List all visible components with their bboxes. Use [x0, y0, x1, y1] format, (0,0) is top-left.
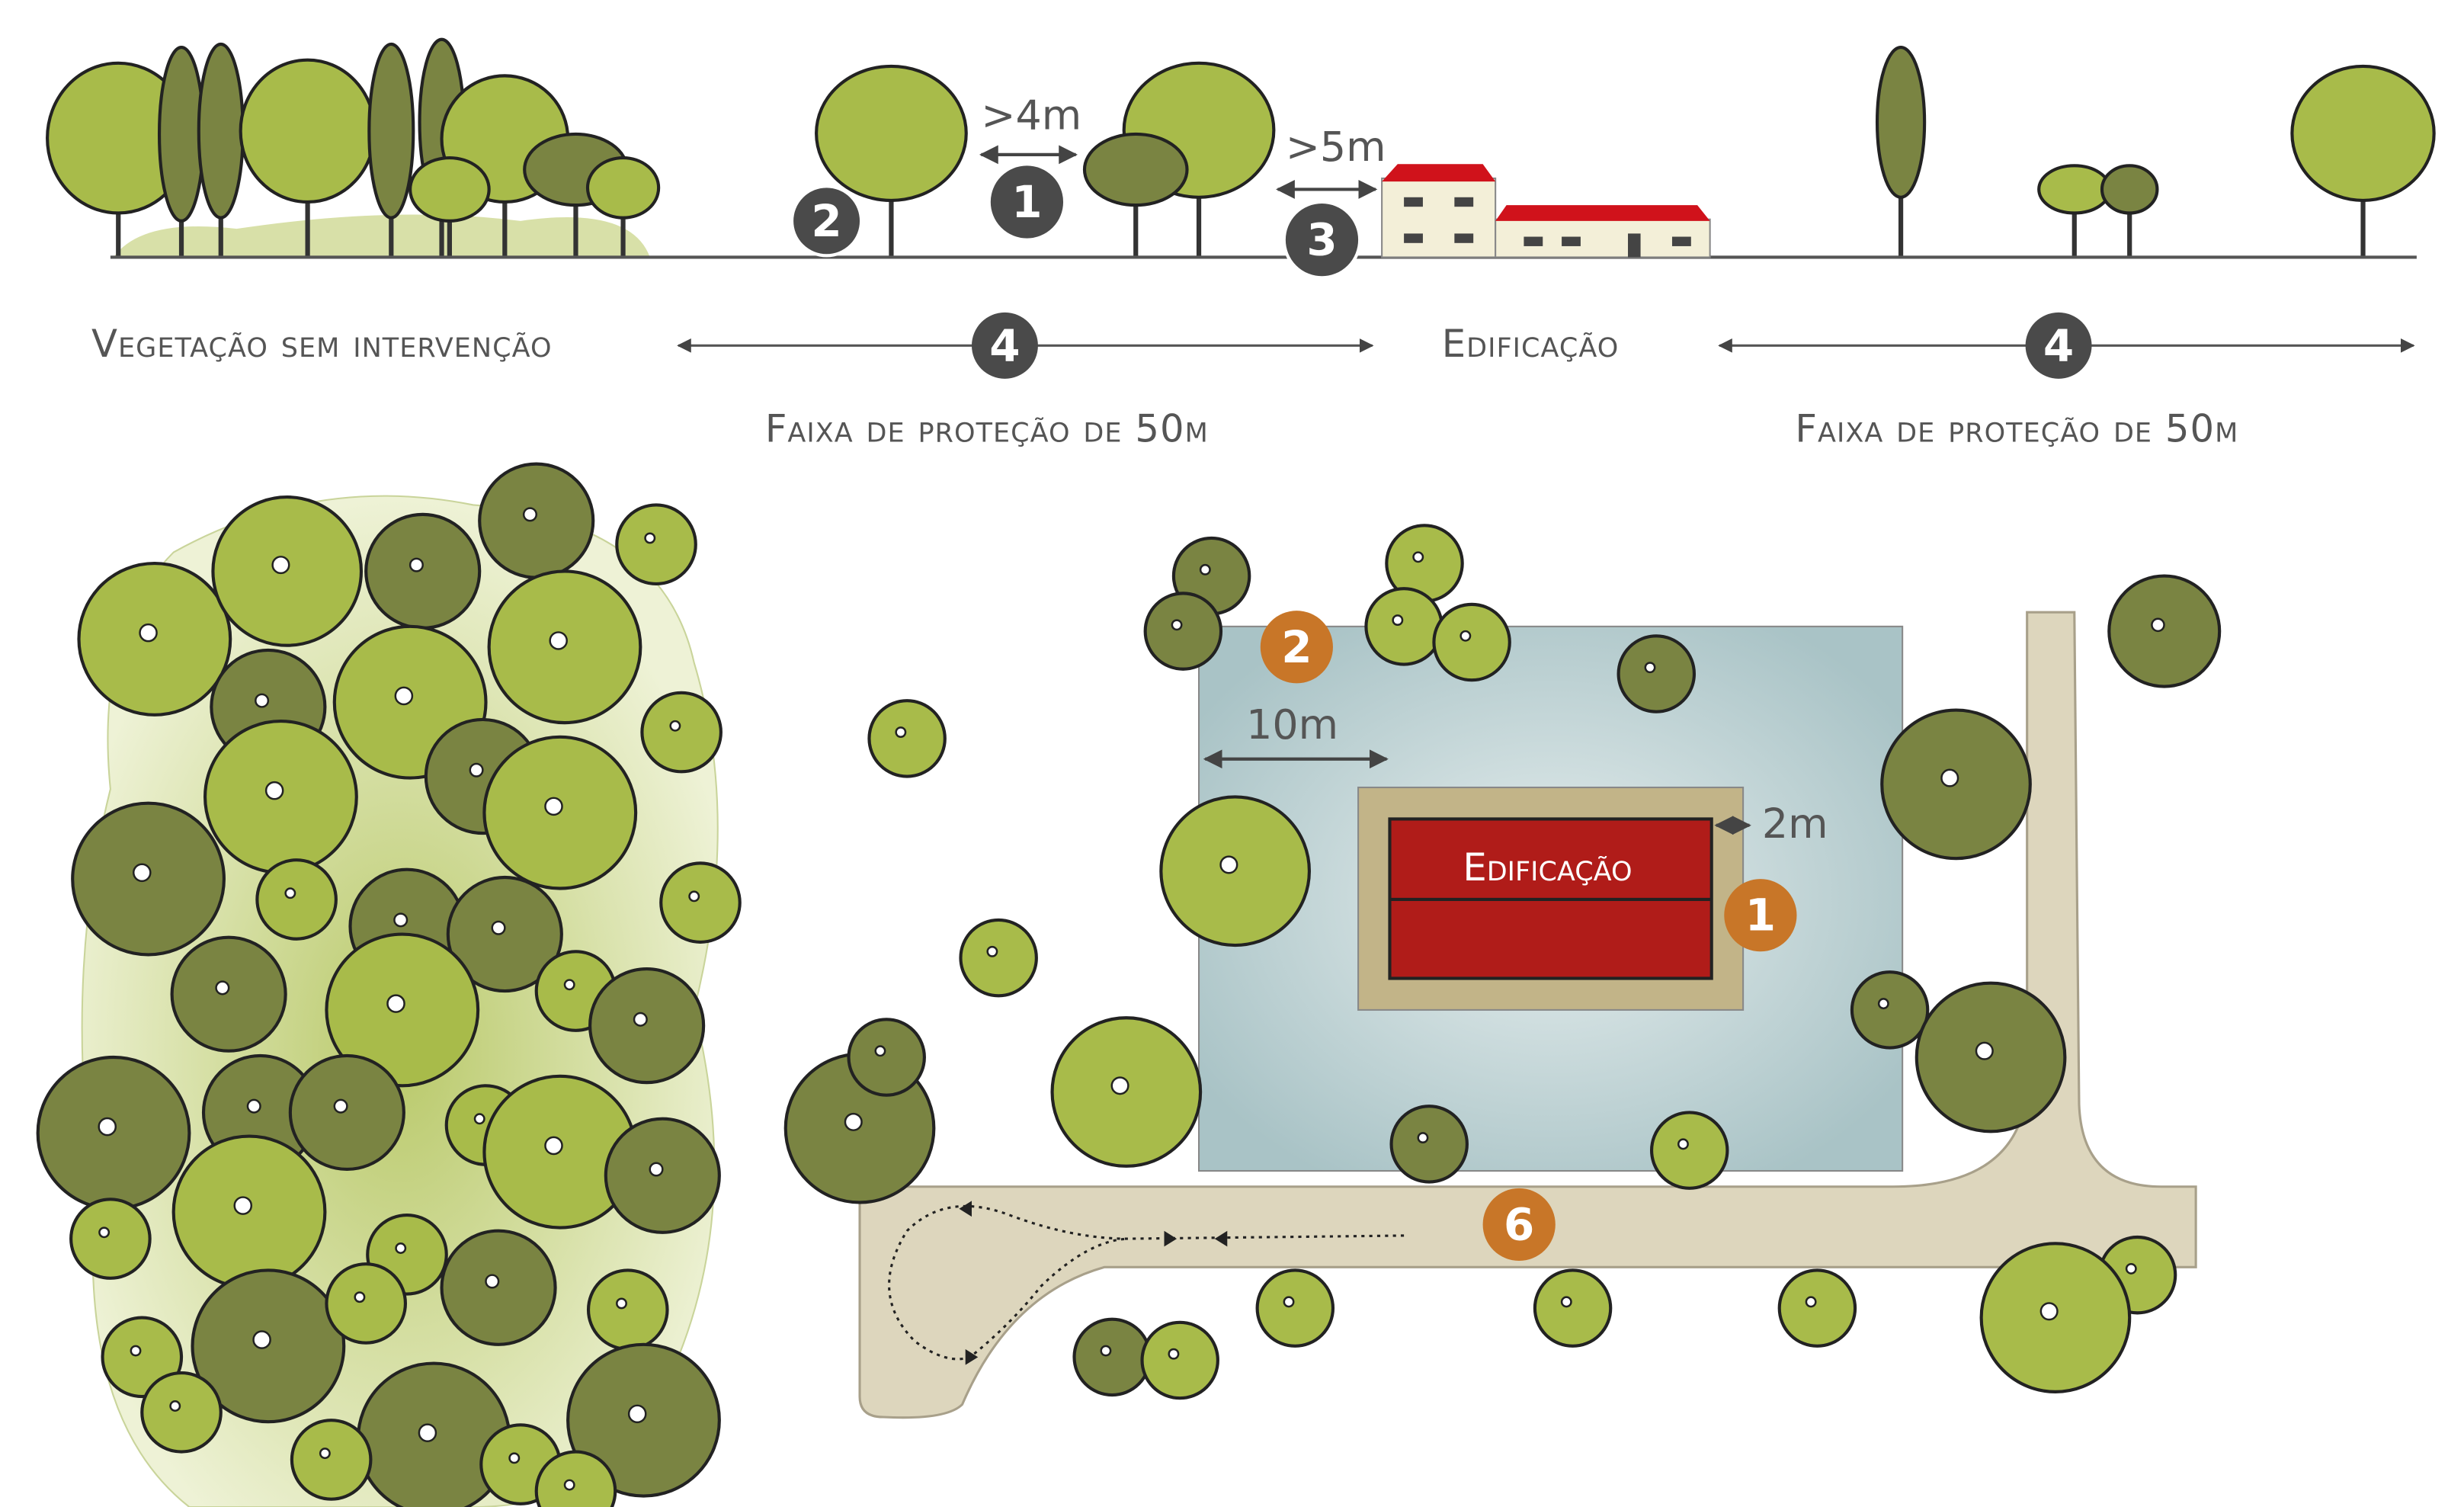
- tree-canopy-icon: [170, 935, 287, 1053]
- tree-canopy-icon: [290, 1419, 373, 1501]
- tree-icon: [2100, 164, 2159, 258]
- tree-canopy-icon: [867, 699, 947, 778]
- forest-undergrowth: [114, 214, 650, 258]
- tree-canopy-icon: [1880, 708, 2032, 861]
- plan-section: Edificação 10m 2m 2 1 6: [36, 462, 2222, 1507]
- profile-trees: [46, 37, 2436, 258]
- tree-canopy-icon: [534, 1450, 617, 1507]
- tree-canopy-icon: [77, 561, 232, 717]
- tree-canopy-icon: [1979, 1242, 2132, 1393]
- svg-text:1: 1: [1011, 176, 1042, 228]
- tree-canopy-icon: [1050, 1016, 1203, 1168]
- distance-label-trees: >4m: [981, 91, 1081, 139]
- tree-canopy-icon: [191, 1268, 346, 1424]
- tree-icon: [815, 64, 968, 258]
- plan-trees: [36, 462, 2222, 1507]
- tree-canopy-icon: [478, 462, 595, 579]
- label-strip-right: Faixa de proteção de 50m: [1795, 407, 2238, 451]
- distance-label-10m: 10m: [1246, 701, 1338, 749]
- svg-text:4: 4: [989, 319, 1020, 371]
- label-strip-left: Faixa de proteção de 50m: [765, 407, 1209, 451]
- tree-canopy-icon: [71, 801, 226, 957]
- tree-icon: [2290, 64, 2436, 258]
- distance-label-2m: 2m: [1762, 800, 1828, 848]
- tree-canopy-icon: [1616, 634, 1697, 713]
- turnaround-path: [888, 1204, 1405, 1361]
- tree-canopy-icon: [203, 719, 358, 874]
- tree-canopy-icon: [255, 858, 338, 941]
- tree-canopy-icon: [604, 1117, 721, 1234]
- badge-2-plan: 2: [1260, 611, 1333, 684]
- cypress-tree-icon: [367, 42, 415, 258]
- badge-3-profile: 3: [1282, 200, 1362, 280]
- label-building-profile: Edificação: [1442, 322, 1620, 366]
- badge-6-plan: 6: [1482, 1188, 1556, 1262]
- tree-icon: [239, 58, 376, 258]
- tree-canopy-icon: [140, 1371, 223, 1454]
- badge-2-profile: 2: [790, 184, 864, 258]
- tree-canopy-icon: [588, 967, 706, 1085]
- badge-1-plan: 1: [1724, 879, 1797, 952]
- svg-text:1: 1: [1745, 890, 1776, 941]
- tree-canopy-icon: [487, 569, 642, 725]
- badge-1-profile: 1: [987, 162, 1067, 242]
- tree-canopy-icon: [1143, 592, 1223, 671]
- tree-canopy-icon: [482, 735, 638, 890]
- tree-icon: [409, 156, 491, 258]
- tree-canopy-icon: [615, 503, 697, 586]
- tree-canopy-icon: [325, 932, 480, 1088]
- tree-canopy-icon: [640, 691, 723, 774]
- tree-canopy-icon: [1159, 795, 1311, 947]
- label-vegetation: Vegetação sem intervenção: [91, 322, 553, 366]
- tree-canopy-icon: [1850, 970, 1930, 1050]
- svg-text:3: 3: [1306, 214, 1337, 266]
- cypress-tree-icon: [157, 46, 206, 258]
- tree-icon: [1082, 132, 1189, 258]
- building-plan: Edificação: [1388, 817, 1713, 980]
- tree-canopy-icon: [288, 1053, 405, 1172]
- svg-text:2: 2: [1281, 621, 1312, 673]
- svg-text:2: 2: [811, 195, 841, 247]
- tree-canopy-icon: [171, 1134, 327, 1290]
- tree-canopy-icon: [1533, 1268, 1613, 1348]
- tree-canopy-icon: [2107, 574, 2222, 688]
- tree-canopy-icon: [959, 918, 1038, 998]
- tree-canopy-icon: [1255, 1268, 1335, 1348]
- tree-canopy-icon: [1364, 587, 1443, 666]
- tree-canopy-icon: [1649, 1111, 1729, 1190]
- distance-label-building: >5m: [1286, 123, 1386, 171]
- access-road: [858, 611, 2197, 1419]
- tree-icon: [585, 156, 661, 258]
- tree-canopy-icon: [659, 861, 742, 944]
- tree-canopy-icon: [1072, 1317, 1152, 1397]
- tree-canopy-icon: [566, 1342, 721, 1498]
- svg-text:6: 6: [1504, 1198, 1534, 1250]
- tree-canopy-icon: [586, 1268, 669, 1351]
- cypress-tree-icon: [197, 42, 245, 258]
- badge-4-right: 4: [2025, 312, 2092, 379]
- building-label: Edificação: [1463, 845, 1632, 890]
- house-profile: [1381, 164, 1711, 258]
- tree-canopy-icon: [440, 1229, 557, 1346]
- svg-text:4: 4: [2043, 319, 2074, 371]
- tree-canopy-icon: [1432, 602, 1511, 682]
- cypress-tree-icon: [1875, 46, 1927, 258]
- badge-4-left: 4: [971, 312, 1038, 379]
- tree-canopy-icon: [1389, 1105, 1469, 1184]
- tree-canopy-icon: [847, 1018, 926, 1097]
- tree-icon: [2037, 164, 2112, 258]
- tree-canopy-icon: [36, 1055, 191, 1210]
- tree-canopy-icon: [1140, 1320, 1219, 1400]
- tree-canopy-icon: [1777, 1268, 1857, 1348]
- tree-canopy-icon: [446, 875, 563, 993]
- tree-canopy-icon: [325, 1262, 408, 1345]
- tree-canopy-icon: [211, 495, 364, 647]
- tree-canopy-icon: [1914, 981, 2067, 1133]
- profile-section: >4m >5m 2 1 3 Vegetação sem intervenção …: [46, 37, 2436, 451]
- tree-canopy-icon: [69, 1198, 152, 1280]
- tree-canopy-icon: [364, 512, 482, 630]
